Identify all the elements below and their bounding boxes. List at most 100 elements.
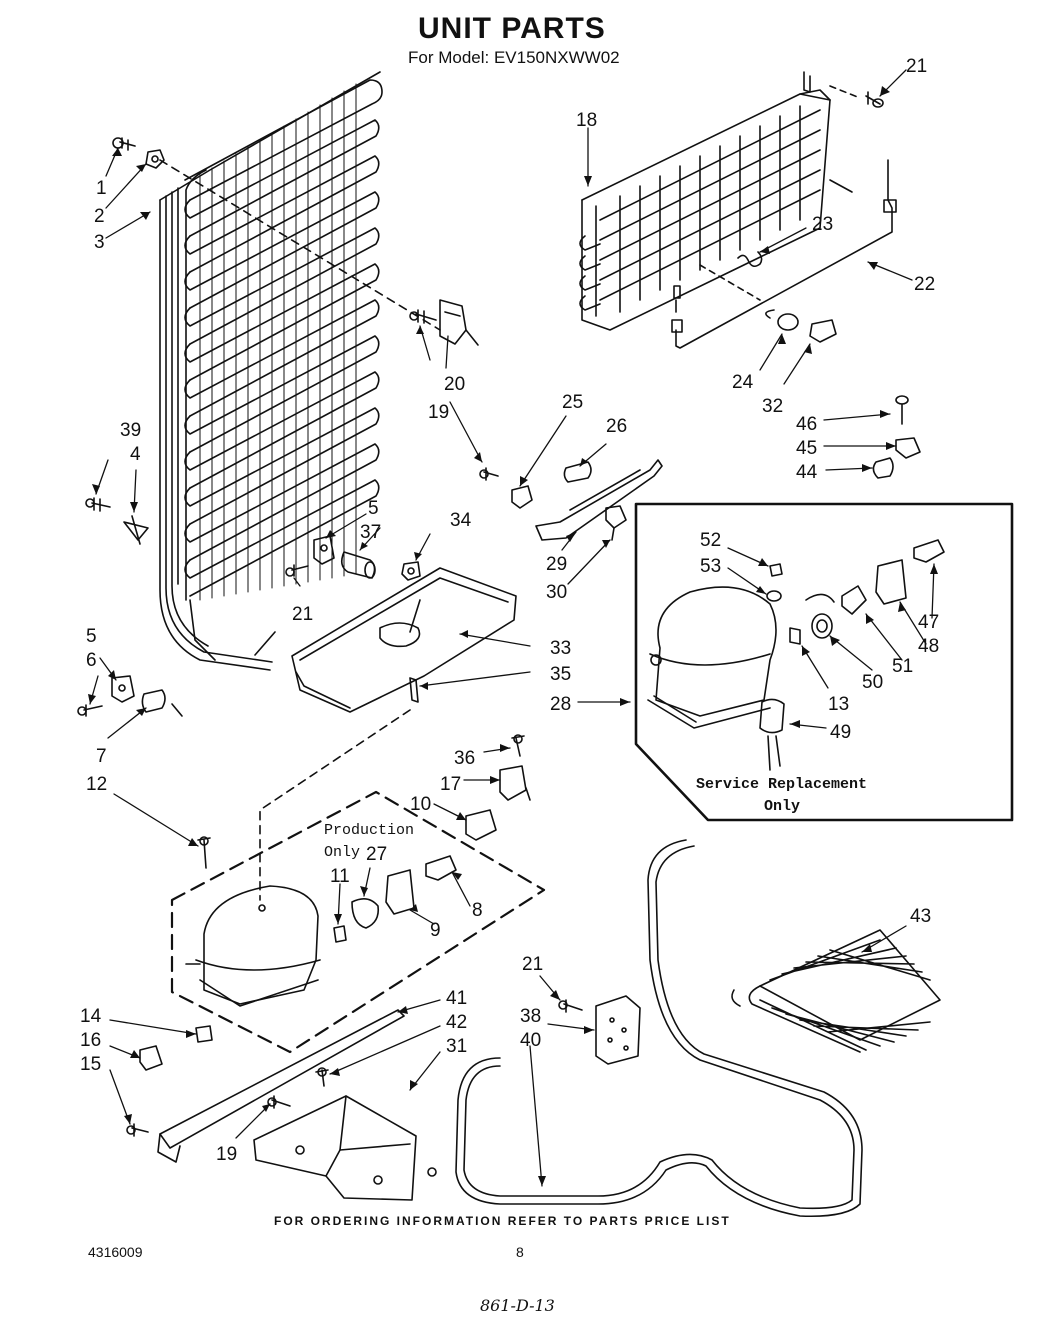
callout-37: 37 bbox=[360, 522, 381, 543]
callout-19-upper: 19 bbox=[428, 402, 449, 423]
tube-part-26 bbox=[563, 461, 592, 483]
callout-16: 16 bbox=[80, 1030, 101, 1051]
clip-part-25 bbox=[511, 485, 533, 509]
callout-47: 47 bbox=[918, 612, 939, 633]
callout-14: 14 bbox=[80, 1006, 102, 1027]
callout-numbers: 1 2 3 39 4 5 37 34 21 33 35 5 6 7 12 20 … bbox=[80, 56, 939, 1165]
callout-51: 51 bbox=[892, 656, 913, 677]
production-only-label-line1: Production bbox=[324, 822, 415, 839]
drain-pan-part-33 bbox=[291, 567, 517, 713]
callout-23: 23 bbox=[812, 214, 833, 235]
heater-part-23 bbox=[737, 251, 763, 268]
filter-drier-part-29 bbox=[535, 459, 663, 541]
screw-part-12 bbox=[197, 836, 211, 869]
callout-13: 13 bbox=[828, 694, 849, 715]
callout-28: 28 bbox=[550, 694, 571, 715]
spacer-part-37 bbox=[340, 551, 376, 579]
callout-39: 39 bbox=[120, 420, 141, 441]
callout-46: 46 bbox=[796, 414, 817, 435]
clip-part-47 bbox=[913, 539, 945, 563]
callout-11: 11 bbox=[330, 866, 350, 887]
part-27 bbox=[351, 898, 380, 929]
callout-2: 2 bbox=[94, 206, 105, 227]
callout-35: 35 bbox=[550, 664, 571, 685]
callout-27: 27 bbox=[366, 844, 387, 865]
screw-part-21-upper bbox=[829, 85, 884, 108]
production-only-box bbox=[170, 790, 546, 1054]
callout-52: 52 bbox=[700, 530, 721, 551]
screw-part-21-mid bbox=[285, 564, 309, 577]
part-11 bbox=[333, 925, 347, 943]
callout-19-lower: 19 bbox=[216, 1144, 237, 1165]
screw-part-19-lower bbox=[267, 1095, 291, 1109]
screw-part-1 bbox=[112, 137, 136, 151]
callout-5a: 5 bbox=[368, 498, 379, 519]
part-16 bbox=[139, 1045, 163, 1071]
callout-21-upper: 21 bbox=[906, 56, 927, 77]
clamp-part-5 bbox=[313, 535, 335, 565]
part-10 bbox=[465, 809, 497, 841]
screw-part-19-upper bbox=[409, 309, 437, 324]
callout-9: 9 bbox=[430, 920, 441, 941]
nut-part-34 bbox=[401, 561, 421, 581]
valve-part-46 bbox=[895, 395, 909, 425]
relay-part-51 bbox=[841, 585, 867, 615]
callout-30: 30 bbox=[546, 582, 567, 603]
callout-1: 1 bbox=[96, 178, 107, 199]
part-24 bbox=[765, 309, 799, 331]
drain-tube-part-35 bbox=[259, 677, 419, 901]
callout-22: 22 bbox=[914, 274, 935, 295]
service-replacement-box bbox=[634, 502, 1014, 822]
callout-8: 8 bbox=[472, 900, 483, 921]
relay-part-17 bbox=[499, 765, 531, 801]
clamp-part-5-lower bbox=[111, 675, 135, 703]
part-32 bbox=[809, 319, 837, 343]
page-title: UNIT PARTS bbox=[418, 12, 606, 45]
suction-tube-part-22 bbox=[671, 159, 897, 349]
callout-20: 20 bbox=[444, 374, 465, 395]
callout-5b: 5 bbox=[86, 626, 97, 647]
heater-loop-part-40 bbox=[455, 839, 863, 1218]
coil-part-43 bbox=[731, 929, 941, 1053]
callout-4: 4 bbox=[130, 444, 141, 465]
model-subtitle: For Model: EV150NXWW02 bbox=[408, 48, 620, 67]
screw-part-21-lower bbox=[558, 999, 583, 1013]
callout-34: 34 bbox=[450, 510, 472, 531]
spacer-part-7 bbox=[141, 689, 183, 717]
callout-49: 49 bbox=[830, 722, 851, 743]
screw-part-42 bbox=[315, 1067, 329, 1087]
callout-10: 10 bbox=[410, 794, 431, 815]
screw-part-19-mid bbox=[479, 467, 499, 481]
evaporator-part-18 bbox=[579, 71, 853, 331]
part-13 bbox=[789, 627, 801, 645]
screw-part-6 bbox=[77, 704, 103, 717]
callout-6: 6 bbox=[86, 650, 97, 671]
mounting-bracket-part-31 bbox=[253, 1095, 437, 1201]
callout-18: 18 bbox=[576, 110, 597, 131]
clip-part-8 bbox=[425, 855, 457, 881]
clip-part-4 bbox=[123, 515, 149, 545]
production-only-label-line2: Only bbox=[324, 844, 361, 861]
leader-lines bbox=[89, 69, 935, 1187]
bracket-part-20 bbox=[439, 299, 479, 346]
callout-38: 38 bbox=[520, 1006, 541, 1027]
callout-36: 36 bbox=[454, 748, 475, 769]
callout-33: 33 bbox=[550, 638, 571, 659]
nut-part-2 bbox=[145, 149, 165, 169]
callout-50: 50 bbox=[862, 672, 883, 693]
callout-40: 40 bbox=[520, 1030, 541, 1051]
callout-42: 42 bbox=[446, 1012, 467, 1033]
cover-part-9 bbox=[385, 869, 415, 915]
screw-part-36 bbox=[511, 734, 525, 757]
callout-25: 25 bbox=[562, 392, 583, 413]
callout-53: 53 bbox=[700, 556, 721, 577]
callout-17: 17 bbox=[440, 774, 461, 795]
callout-41: 41 bbox=[446, 988, 467, 1009]
condenser-coil bbox=[159, 71, 441, 671]
cap-part-44 bbox=[872, 457, 894, 479]
valve-part-45 bbox=[895, 437, 921, 459]
arrowheads bbox=[88, 86, 938, 1186]
callout-26: 26 bbox=[606, 416, 627, 437]
